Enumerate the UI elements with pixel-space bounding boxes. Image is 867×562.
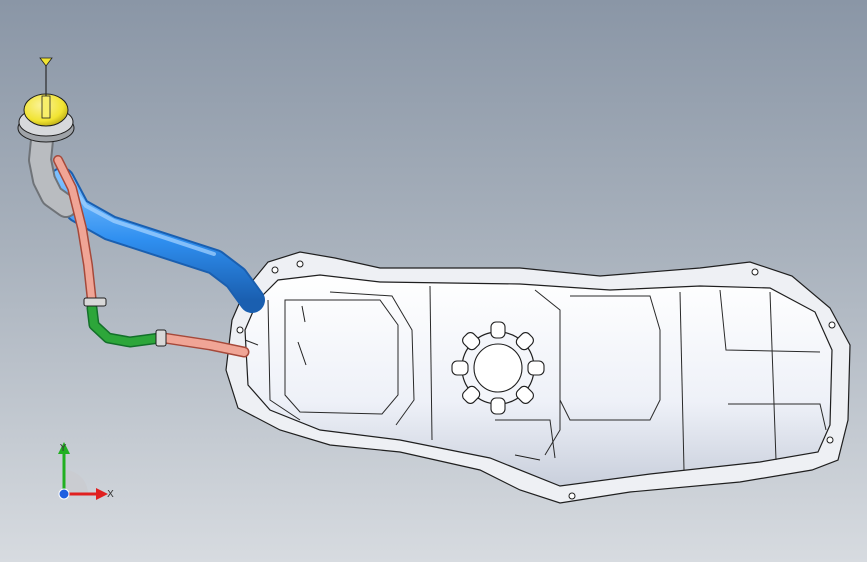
pump-flange[interactable] bbox=[451, 321, 545, 415]
tank-slots bbox=[297, 305, 541, 461]
vent-hose-tank-section[interactable] bbox=[160, 334, 248, 356]
coordinate-triad: Y X bbox=[58, 442, 114, 500]
tank-ribs bbox=[244, 285, 827, 471]
hose-clamps[interactable] bbox=[83, 297, 167, 347]
fuel-cap[interactable] bbox=[17, 93, 75, 143]
x-axis-label: X bbox=[107, 489, 114, 500]
y-axis-label: Y bbox=[59, 443, 67, 454]
cap-tether bbox=[39, 57, 53, 96]
flange-holes bbox=[236, 260, 836, 500]
tank-body[interactable] bbox=[244, 274, 833, 487]
